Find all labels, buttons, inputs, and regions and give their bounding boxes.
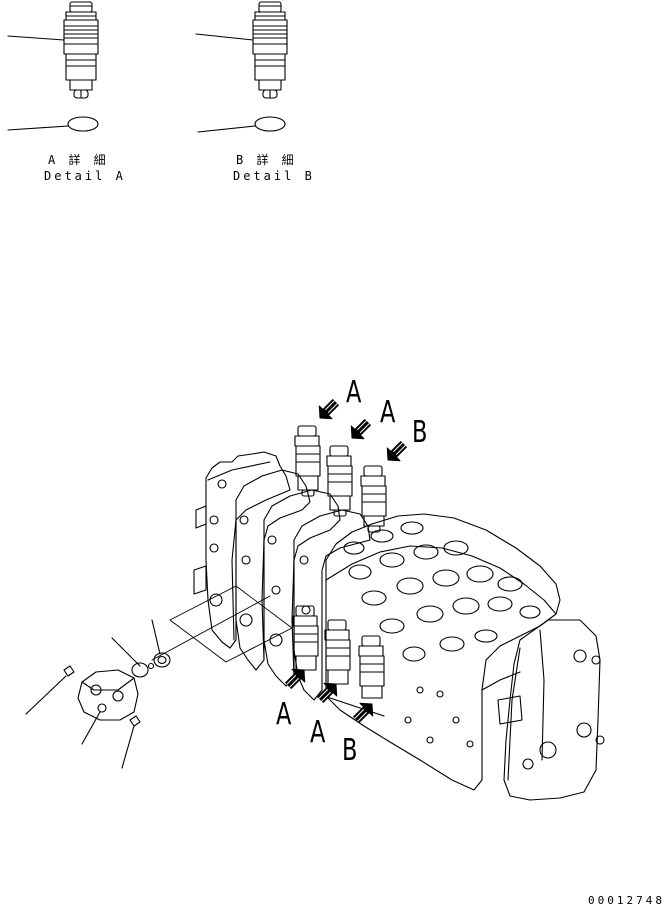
exploded-parts xyxy=(25,585,385,769)
detail-a-valve xyxy=(63,1,99,99)
bottom-arrow-b xyxy=(353,702,374,723)
detail-a-o-ring-leader xyxy=(7,125,69,131)
top-relief-valve-2 xyxy=(326,445,353,517)
detail-b-o-ring xyxy=(254,116,286,132)
detail-b-valve-leader xyxy=(195,33,254,41)
valve-main-body xyxy=(325,513,561,791)
bottom-arrow-a-1 xyxy=(285,668,306,689)
view-label-top-a-1: A xyxy=(346,375,362,410)
view-label-bottom-a-2: A xyxy=(310,715,326,750)
top-relief-valve-1 xyxy=(294,425,321,497)
top-arrow-a-2 xyxy=(350,419,371,440)
bottom-relief-valve-2 xyxy=(324,619,351,685)
top-arrow-b xyxy=(386,441,407,462)
view-label-top-b: B xyxy=(412,415,428,450)
view-label-bottom-a-1: A xyxy=(276,697,292,732)
valve-section-plates xyxy=(193,451,371,701)
detail-a-caption-en: Detail A xyxy=(44,169,126,183)
bottom-relief-valve-1 xyxy=(292,605,319,671)
detail-b-o-ring-leader xyxy=(197,125,256,133)
drawing-number: 00012748 xyxy=(588,894,665,907)
detail-b-caption-jp: B 詳 細 xyxy=(236,153,297,167)
top-arrow-a-1 xyxy=(318,399,339,420)
detail-a-o-ring xyxy=(67,116,99,132)
top-relief-valve-3 xyxy=(360,465,387,533)
bottom-view-arrows xyxy=(285,668,374,723)
detail-b-caption-en: Detail B xyxy=(233,169,315,183)
detail-a-valve-leader xyxy=(7,35,65,41)
bottom-arrow-a-2 xyxy=(317,682,338,703)
top-view-arrows xyxy=(318,399,407,462)
view-label-top-a-2: A xyxy=(380,395,396,430)
detail-a-caption-jp: A 詳 細 xyxy=(48,153,109,167)
detail-b-valve xyxy=(252,1,288,99)
valve-end-cover xyxy=(497,619,605,801)
bottom-relief-valve-3 xyxy=(358,635,385,699)
view-label-bottom-b: B xyxy=(342,733,358,768)
